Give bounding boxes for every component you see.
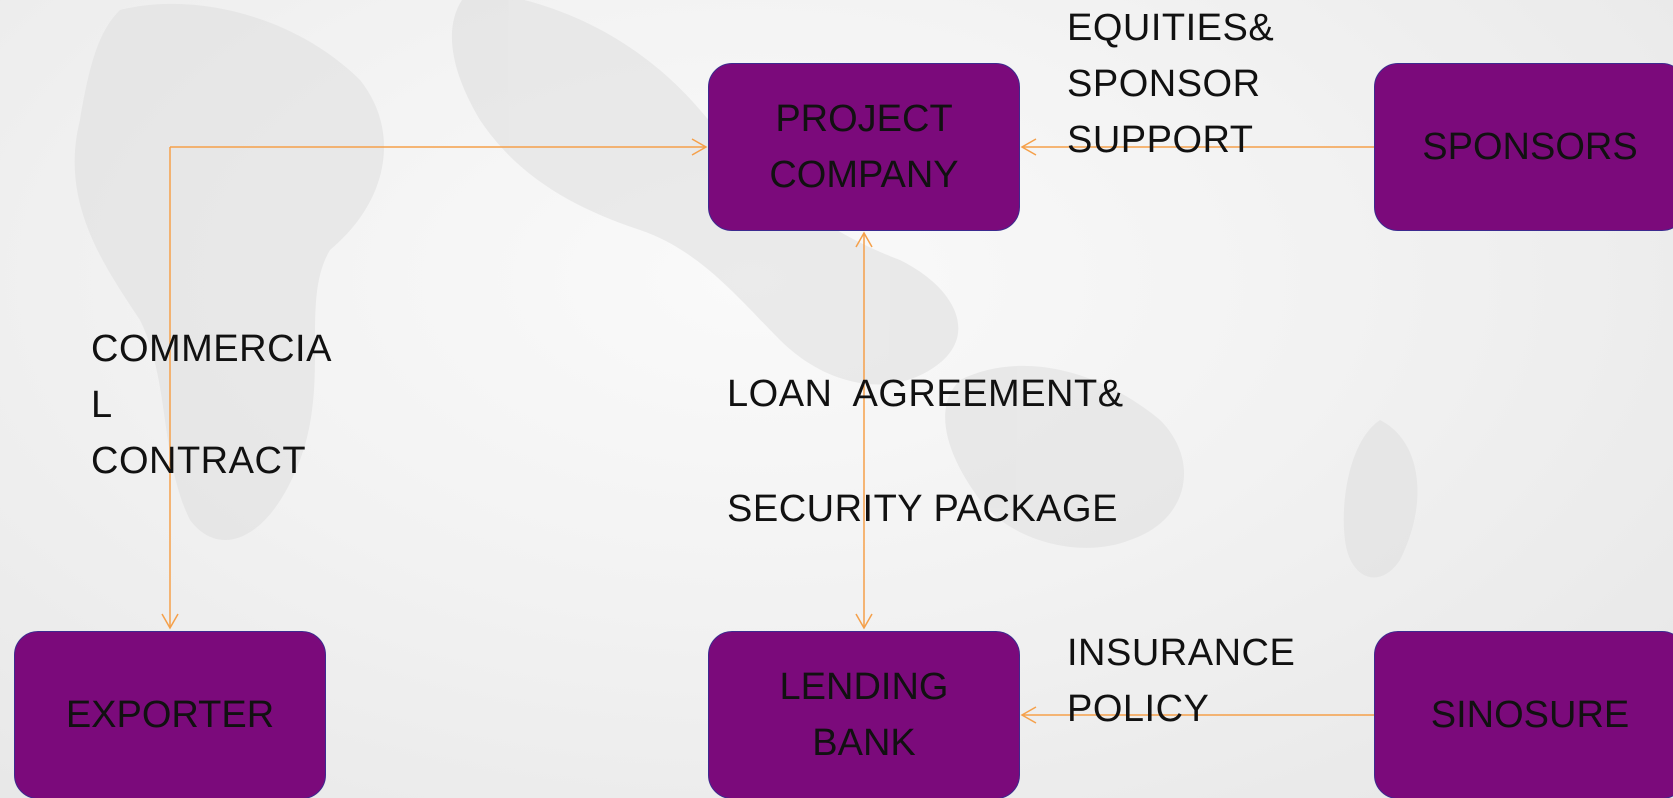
insurance-arrow-to-bank [1020,706,1037,724]
commercial-contract-label: COMMERCIA L CONTRACT [91,328,332,482]
equities-arrow-to-project [1020,138,1037,156]
security-package-label: SECURITY PACKAGE [727,488,1118,530]
sinosure-node: SINOSURE [1374,631,1673,798]
loan-agreement-label: LOAN AGREEMENT& [727,373,1124,415]
loan-arrow-to-bank [855,613,873,630]
project-company-node: PROJECT COMPANY [708,63,1020,231]
commercial-contract-arrow-to-project [691,138,708,156]
commercial-contract-arrow-to-exporter [161,613,179,630]
exporter-node: EXPORTER [14,631,326,798]
loan-arrow-to-project [855,231,873,248]
lending-bank-node: LENDING BANK [708,631,1020,798]
insurance-policy-label: INSURANCE POLICY [1067,632,1296,730]
equities-sponsor-support-label: EQUITIES& SPONSOR SUPPORT [1067,7,1275,161]
sponsors-node: SPONSORS [1374,63,1673,231]
